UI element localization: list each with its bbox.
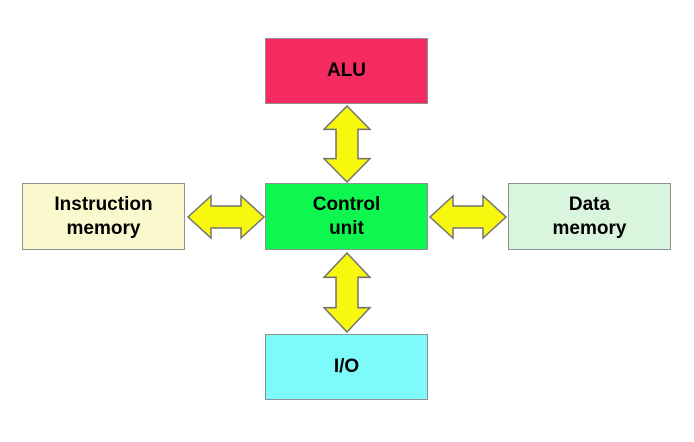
node-data-memory: Data memory (508, 183, 671, 250)
double-arrow-vertical-control-io-icon (322, 252, 372, 333)
node-instruction-memory-label: Instruction memory (54, 193, 153, 239)
double-arrow-horizontal-shape (429, 194, 507, 240)
node-io: I/O (265, 334, 428, 400)
node-alu-label: ALU (326, 60, 367, 82)
double-arrow-vertical-shape (322, 105, 372, 183)
double-arrow-vertical-shape (322, 252, 372, 333)
node-control-unit: Control unit (265, 183, 428, 250)
node-alu: ALU (265, 38, 428, 104)
node-control-unit-label: Control unit (312, 193, 381, 239)
node-data-memory-label: Data memory (552, 193, 627, 239)
double-arrow-vertical-alu-control-icon (322, 105, 372, 183)
node-instruction-memory: Instruction memory (22, 183, 185, 250)
double-arrow-horizontal-imem-control-icon (187, 194, 265, 240)
double-arrow-horizontal-shape (187, 194, 265, 240)
node-io-label: I/O (333, 356, 360, 378)
double-arrow-horizontal-control-dmem-icon (429, 194, 507, 240)
